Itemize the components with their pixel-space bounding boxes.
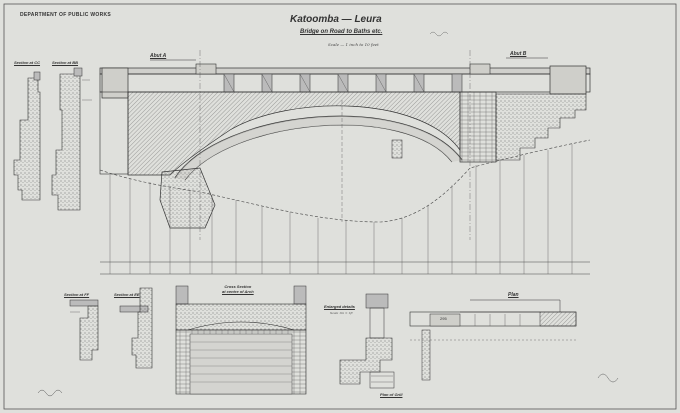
- scale-note: Scale — 1 inch to 10 feet: [328, 42, 379, 47]
- section-ff-ee: [69, 287, 153, 369]
- plan-label: Plan: [508, 292, 519, 298]
- department-label: DEPARTMENT OF PUBLIC WORKS: [20, 12, 112, 18]
- enlarged-details-label: Enlarged details: [324, 304, 355, 309]
- plan-of-grill-label: Plan of Grill: [380, 392, 403, 397]
- sheet-border: [3, 3, 677, 410]
- section-ff-label: Section at FF: [64, 292, 90, 297]
- abut-b-label: Abut B: [510, 51, 527, 57]
- cross-section-label: Cross Section at centre of Arch: [222, 284, 254, 294]
- section-ee-label: Section at EE: [114, 292, 140, 297]
- signature-top: [429, 31, 449, 37]
- drawing-subtitle: Bridge on Road to Baths etc.: [300, 29, 383, 35]
- cross-section-line1: Cross Section: [224, 284, 252, 289]
- cross-section-line2: at centre of Arch: [222, 289, 254, 294]
- signature-right: [597, 373, 619, 383]
- signature-left: [37, 389, 63, 397]
- section-bb-label: Section at BB: [52, 60, 79, 65]
- enlarged-details: [339, 293, 431, 389]
- drawing-title: Katoomba — Leura: [290, 14, 382, 25]
- enlarged-scale-label: Scale 1in = 1ft: [330, 311, 353, 315]
- plan-view: [409, 299, 577, 341]
- section-cc-bb: [13, 67, 92, 211]
- bridge-elevation: [99, 50, 591, 275]
- plan-dimension: 295: [440, 316, 447, 321]
- section-cc-label: Section at CC: [14, 60, 41, 65]
- abut-a-label: Abut A: [150, 53, 167, 59]
- cross-section-arch: [175, 285, 307, 395]
